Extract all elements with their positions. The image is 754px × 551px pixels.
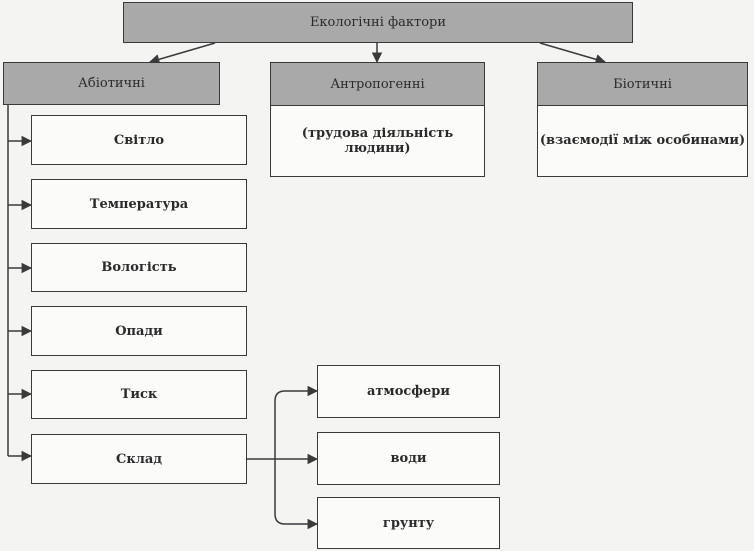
arrow-root-to-abiotic	[148, 42, 216, 65]
composition-label: води	[390, 451, 427, 466]
abiotic-factor-label: Температура	[89, 196, 189, 212]
arrow-root-to-biotic	[539, 42, 607, 65]
abiotic-factor-label: Вологість	[101, 260, 177, 275]
abiotic-factor-label: Тиск	[120, 387, 158, 402]
abiotic-factor-svitlo: Світло	[31, 115, 247, 165]
category-anthropogenic-label: Антропогенні	[330, 76, 425, 92]
abiotic-factor-label: Опади	[115, 323, 163, 339]
abiotic-factor-opady: Опади	[31, 306, 247, 356]
category-anthropogenic-node: Антропогенні (трудова діяльність людини)	[270, 62, 485, 177]
arrow-to-atmosfery	[274, 385, 319, 459]
composition-vody: води	[317, 432, 500, 485]
abiotic-factor-tysk: Тиск	[31, 370, 247, 419]
category-biotic-header: Біотичні	[538, 63, 747, 106]
category-biotic-description: (взаємодії між особинами)	[539, 133, 746, 148]
arrow-to-gruntu	[274, 459, 319, 530]
abiotic-factor-temperatura: Температура	[31, 179, 247, 229]
composition-label: грунту	[382, 515, 435, 531]
abiotic-factor-label: Світло	[113, 132, 165, 148]
abiotic-factor-volohist: Вологість	[31, 243, 247, 292]
category-abiotic-label: Абіотичні	[78, 76, 145, 91]
root-node: Екологічні фактори	[123, 2, 633, 43]
category-biotic-body: (взаємодії між особинами)	[538, 105, 747, 176]
root-label: Екологічні фактори	[309, 15, 447, 30]
category-biotic-label: Біотичні	[613, 76, 672, 92]
category-anthropogenic-header: Антропогенні	[271, 63, 484, 106]
composition-label: атмосфери	[366, 384, 451, 399]
abiotic-factor-label: Склад	[116, 451, 162, 467]
category-anthropogenic-description: (трудова діяльність людини)	[301, 125, 454, 156]
abiotic-factor-sklad: Склад	[31, 434, 247, 484]
composition-gruntu: грунту	[317, 497, 500, 549]
composition-atmosfery: атмосфери	[317, 365, 500, 418]
category-abiotic-node: Абіотичні	[3, 62, 220, 105]
category-anthropogenic-body: (трудова діяльність людини)	[271, 105, 484, 176]
category-biotic-node: Біотичні (взаємодії між особинами)	[537, 62, 748, 177]
